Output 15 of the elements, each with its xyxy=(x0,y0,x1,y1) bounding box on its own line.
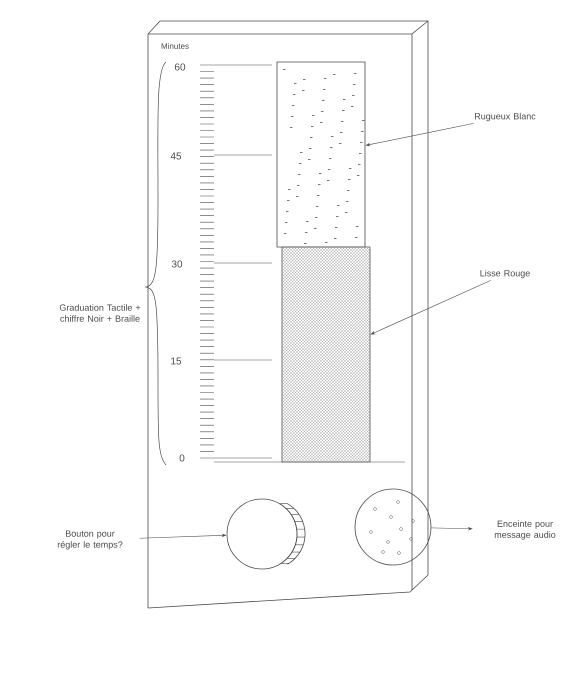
scale-number: 15 xyxy=(171,358,182,364)
scale-number: 0 xyxy=(180,454,184,462)
axis-title: Minutes xyxy=(162,43,189,49)
callout-text: Enceinte pour message audio xyxy=(494,520,556,540)
speaker-grille xyxy=(354,488,432,566)
callout-text: Rugueux Blanc xyxy=(474,112,536,122)
callout-text: Lisse Rouge xyxy=(480,270,530,278)
scale-number: 45 xyxy=(170,152,182,160)
rough-texture-band xyxy=(276,62,366,248)
smooth-texture-band xyxy=(282,246,370,462)
annotation-text: Graduation Tactile + chiffre Noir + Braille xyxy=(60,304,140,322)
timer-knob xyxy=(226,498,306,570)
scale-number: 30 xyxy=(172,260,182,268)
callout-text: Bouton pour régler le temps? xyxy=(58,530,122,550)
scale-number: 60 xyxy=(174,63,186,71)
